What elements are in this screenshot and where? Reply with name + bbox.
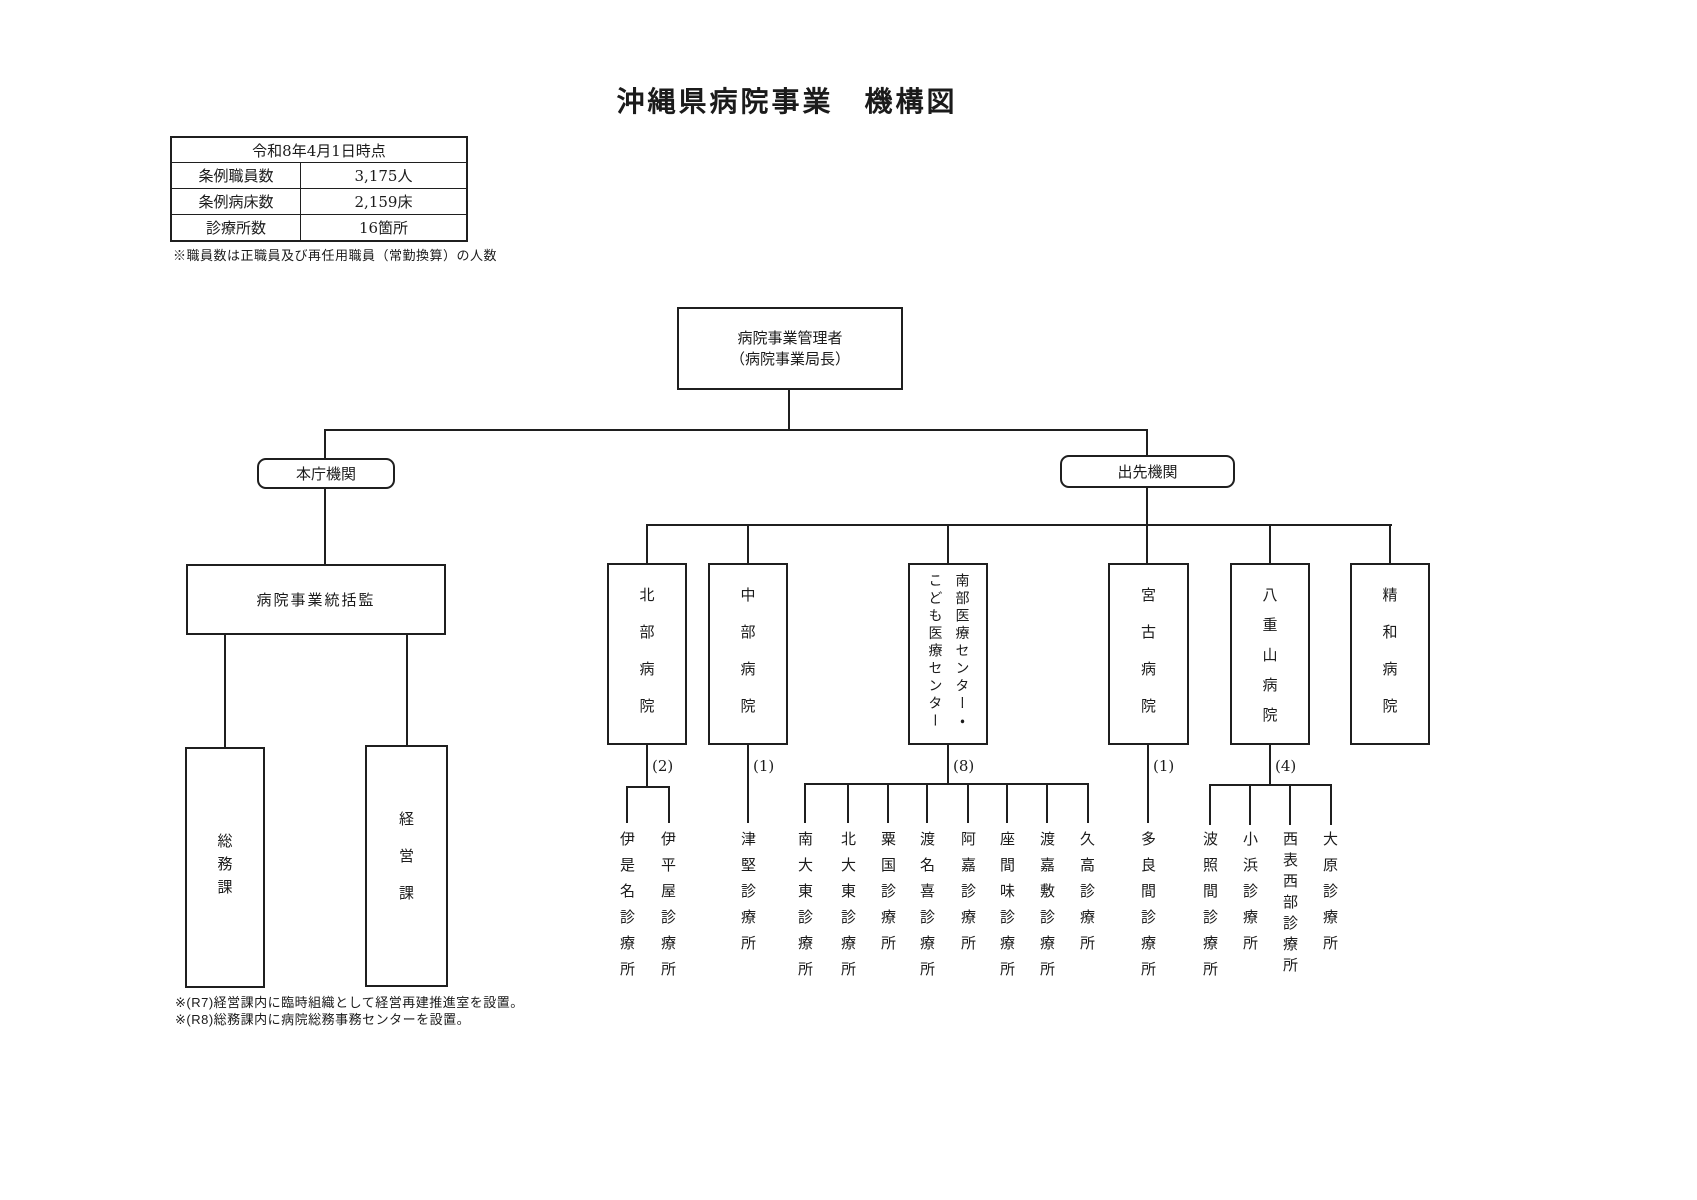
connector-line [324, 431, 326, 458]
clinic-name: 多良間診療所 [1139, 831, 1157, 987]
connector-line [626, 788, 628, 823]
clinic-count-label: (8) [953, 757, 975, 775]
connector-line [947, 526, 949, 563]
connector-line [887, 785, 889, 823]
footnote: ※(R7)経営課内に臨時組織として経営再建推進室を設置。 [175, 995, 524, 1010]
connector-line [406, 635, 408, 745]
division-box-somu: 総務課 [185, 747, 265, 988]
clinic-count-label: (1) [1153, 757, 1175, 775]
clinic-name: 小浜診療所 [1241, 831, 1259, 961]
connector-line [224, 635, 226, 747]
connector-line [967, 785, 969, 823]
row-label: 条例病床数 [172, 189, 301, 214]
connector-line [1389, 526, 1391, 563]
connector-line [804, 783, 1089, 785]
clinic-name: 伊是名診療所 [618, 831, 636, 987]
connector-line [668, 788, 670, 823]
table-row: 条例職員数 3,175人 [172, 163, 466, 188]
hospital-box-chubu: 中部病院 [708, 563, 788, 745]
summary-table: 令和8年4月1日時点 条例職員数 3,175人 条例病床数 2,159床 診療所… [170, 136, 468, 242]
connector-line [646, 524, 1392, 526]
hospital-name: 北部病院 [637, 587, 656, 735]
root-subtitle: （病院事業局長） [729, 349, 850, 368]
hospital-name: 精和病院 [1380, 587, 1399, 735]
hospital-name-column: 南部医療センター・ [953, 573, 970, 731]
clinic-name: 渡嘉敷診療所 [1038, 831, 1056, 987]
table-note: ※職員数は正職員及び再任用職員（常勤換算）の人数 [173, 248, 498, 263]
connector-line [947, 745, 949, 785]
clinic-name: 阿嘉診療所 [959, 831, 977, 961]
branch-label-honcho: 本庁機関 [257, 458, 395, 489]
clinic-name: 粟国診療所 [879, 831, 897, 961]
connector-line [1289, 786, 1291, 825]
connector-line [1209, 786, 1211, 825]
connector-line [1146, 431, 1148, 455]
connector-line [1146, 526, 1148, 563]
connector-line [1330, 786, 1332, 825]
connector-line [747, 745, 749, 823]
hospital-name: 中部病院 [738, 587, 757, 735]
connector-line [926, 785, 928, 823]
table-row: 条例病床数 2,159床 [172, 188, 466, 214]
connector-line [847, 785, 849, 823]
hospital-box-yaeyama: 八重山病院 [1230, 563, 1310, 745]
clinic-name: 津堅診療所 [739, 831, 757, 961]
hospital-box-nanbu-medical-center: 南部医療センター・ こども医療センター [908, 563, 988, 745]
clinic-name: 西表西部診療所 [1281, 831, 1299, 978]
row-value: 16箇所 [358, 219, 409, 237]
clinic-name: 久高診療所 [1078, 831, 1096, 961]
row-label: 診療所数 [172, 215, 301, 240]
clinic-count-label: (4) [1275, 757, 1297, 775]
clinic-name: 波照間診療所 [1201, 831, 1219, 987]
root-title: 病院事業管理者 [737, 328, 843, 347]
row-value: 3,175人 [354, 167, 413, 185]
connector-line [1249, 786, 1251, 825]
connector-line [1146, 488, 1148, 525]
hospital-box-hokubu: 北部病院 [607, 563, 687, 745]
connector-line [646, 526, 648, 563]
clinic-name: 伊平屋診療所 [659, 831, 677, 987]
connector-line [747, 526, 749, 563]
hospital-box-miyako: 宮古病院 [1108, 563, 1189, 745]
row-label: 条例職員数 [172, 163, 301, 188]
connector-line [626, 786, 670, 788]
connector-line [1209, 784, 1332, 786]
connector-line [1006, 785, 1008, 823]
connector-line [1147, 745, 1149, 823]
clinic-name: 渡名喜診療所 [918, 831, 936, 987]
row-value: 2,159床 [354, 193, 413, 211]
branch-label-desaki: 出先機関 [1060, 455, 1235, 488]
clinic-name: 座間味診療所 [998, 831, 1016, 987]
clinic-count-label: (2) [652, 757, 674, 775]
table-header: 令和8年4月1日時点 [172, 138, 466, 163]
division-name: 経営課 [397, 810, 415, 922]
root-box: 病院事業管理者 （病院事業局長） [677, 307, 903, 390]
hospital-box-seiwa: 精和病院 [1350, 563, 1430, 745]
connector-line [804, 785, 806, 823]
superintendent-box: 病院事業統括監 [186, 564, 446, 635]
hospital-name: 宮古病院 [1139, 587, 1157, 735]
clinic-name: 北大東診療所 [839, 831, 857, 987]
table-row: 診療所数 16箇所 [172, 214, 466, 240]
connector-line [788, 390, 790, 430]
clinic-name: 大原診療所 [1321, 831, 1339, 961]
connector-line [646, 745, 648, 787]
hospital-name: 八重山病院 [1260, 587, 1279, 737]
connector-line [1269, 745, 1271, 786]
division-name: 総務課 [215, 833, 234, 902]
connector-line [324, 429, 1148, 431]
footnote: ※(R8)総務課内に病院総務事務センターを設置。 [175, 1012, 471, 1027]
connector-line [324, 489, 326, 564]
clinic-name: 南大東診療所 [796, 831, 814, 987]
connector-line [1087, 785, 1089, 823]
page-title: 沖縄県病院事業 機構図 [616, 86, 958, 117]
connector-line [1269, 526, 1271, 563]
connector-line [1046, 785, 1048, 823]
hospital-name-column: こども医療センター [926, 573, 943, 731]
division-box-keiei: 経営課 [365, 745, 448, 987]
clinic-count-label: (1) [753, 757, 775, 775]
